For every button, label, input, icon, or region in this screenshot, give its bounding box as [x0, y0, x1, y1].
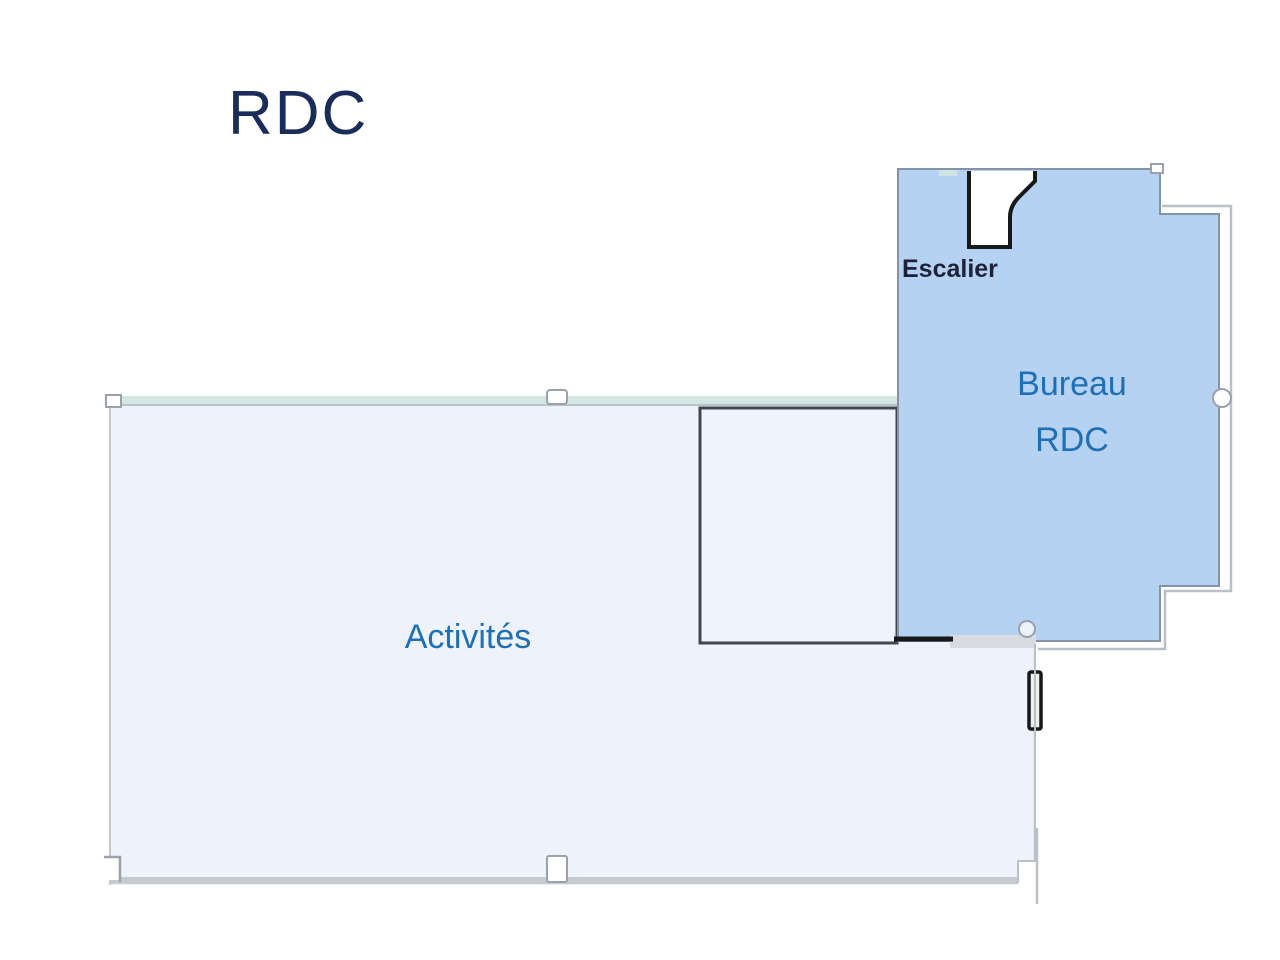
- top-wall-notch: [546, 389, 568, 405]
- page-title: RDC: [228, 79, 368, 148]
- room-annex: [698, 406, 899, 645]
- room-label-bureau-line2: RDC: [1035, 421, 1109, 459]
- bureau-door-band: [950, 635, 1036, 648]
- room-bureau: [897, 168, 1220, 642]
- room-label-activites: Activités: [405, 618, 532, 656]
- top-left-corner-notch: [105, 394, 122, 408]
- room-label-escalier: Escalier: [902, 255, 998, 283]
- bottom-left-step-fill: [104, 857, 120, 880]
- bottom-right-step: [1017, 644, 1036, 883]
- bureau-top-right-notch: [1150, 163, 1164, 174]
- bureau-top-tick: [939, 170, 957, 176]
- bottom-wall-notch: [546, 855, 568, 883]
- bureau-window-notch: [1212, 388, 1232, 408]
- top-wall: [110, 396, 900, 404]
- bottom-left-step: [104, 855, 122, 882]
- bureau-outer-wall: [1038, 204, 1233, 651]
- bureau-bottom-notch: [1018, 620, 1036, 638]
- stair-cutout: [967, 171, 1037, 249]
- room-label-bureau-line1: Bureau: [1017, 365, 1127, 403]
